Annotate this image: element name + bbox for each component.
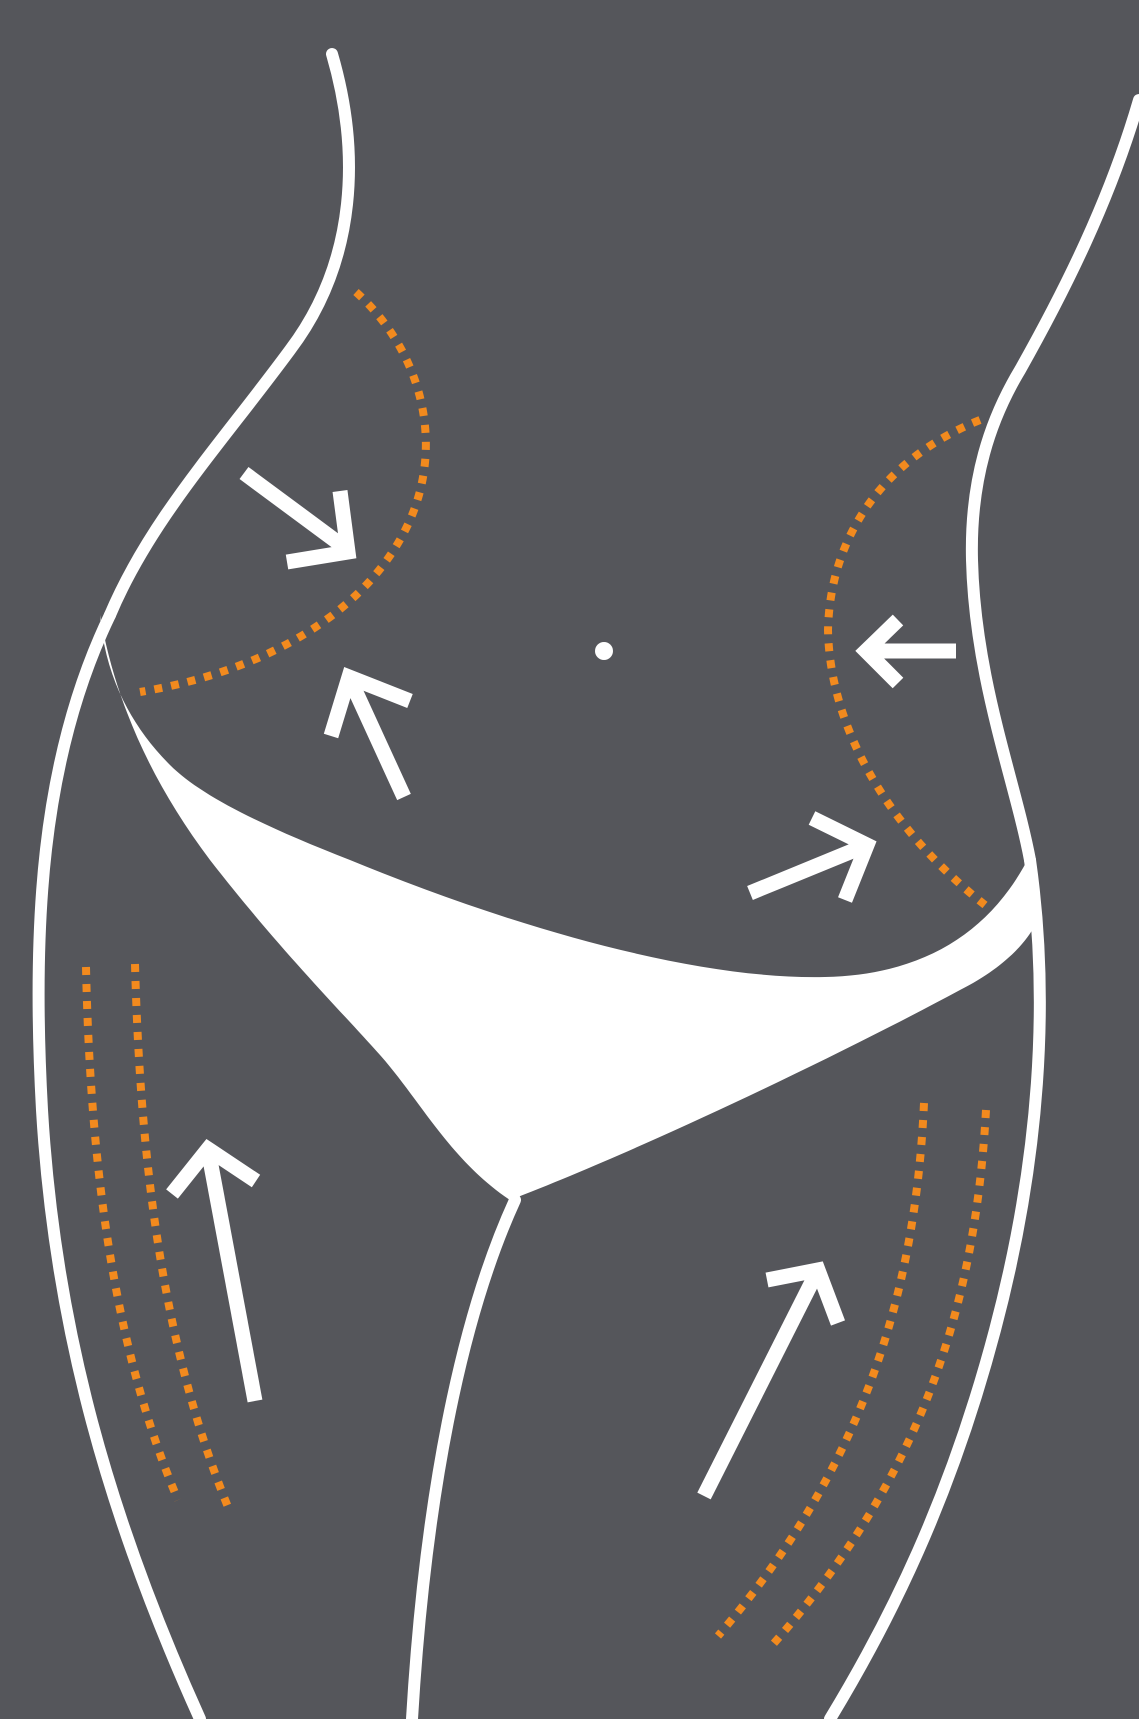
navel-dot (595, 642, 613, 660)
